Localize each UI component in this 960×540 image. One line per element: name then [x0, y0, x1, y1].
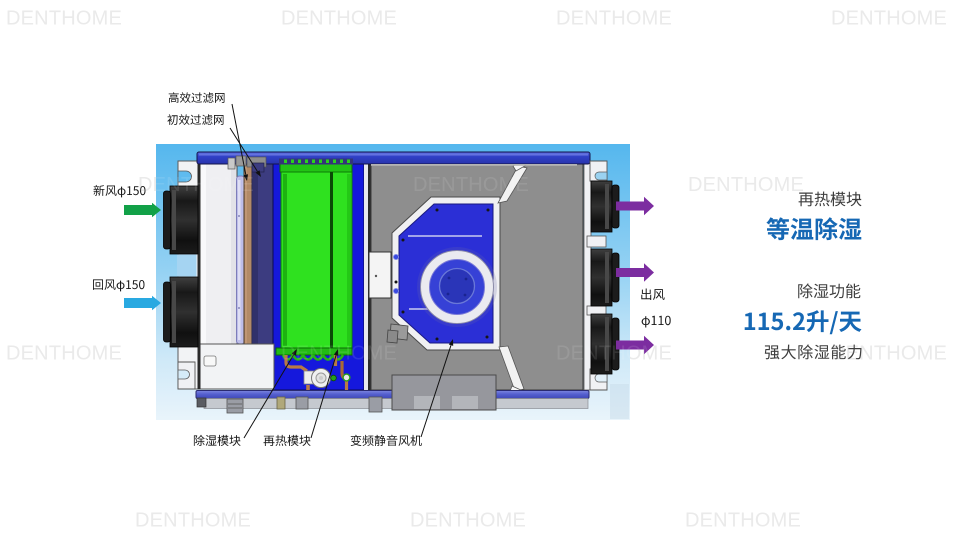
- svg-text:DENTHOME: DENTHOME: [6, 8, 122, 30]
- svg-text:DENTHOME: DENTHOME: [281, 8, 397, 30]
- svg-text:DENTHOME: DENTHOME: [135, 510, 251, 532]
- svg-text:DENTHOME: DENTHOME: [135, 510, 251, 532]
- svg-text:DENTHOME: DENTHOME: [281, 343, 397, 365]
- svg-text:DENTHOME: DENTHOME: [831, 343, 947, 365]
- svg-text:DENTHOME: DENTHOME: [685, 510, 801, 532]
- svg-text:DENTHOME: DENTHOME: [138, 174, 254, 196]
- svg-text:DENTHOME: DENTHOME: [685, 510, 801, 532]
- svg-text:DENTHOME: DENTHOME: [831, 8, 947, 30]
- svg-text:DENTHOME: DENTHOME: [688, 174, 804, 196]
- svg-text:DENTHOME: DENTHOME: [410, 510, 526, 532]
- svg-text:DENTHOME: DENTHOME: [6, 8, 122, 30]
- svg-text:DENTHOME: DENTHOME: [6, 343, 122, 365]
- svg-text:DENTHOME: DENTHOME: [556, 8, 672, 30]
- svg-text:DENTHOME: DENTHOME: [281, 8, 397, 30]
- svg-text:DENTHOME: DENTHOME: [556, 8, 672, 30]
- svg-text:DENTHOME: DENTHOME: [413, 174, 529, 196]
- svg-text:DENTHOME: DENTHOME: [410, 510, 526, 532]
- svg-text:DENTHOME: DENTHOME: [6, 343, 122, 365]
- svg-text:DENTHOME: DENTHOME: [688, 174, 804, 196]
- svg-text:DENTHOME: DENTHOME: [831, 8, 947, 30]
- svg-text:DENTHOME: DENTHOME: [556, 343, 672, 365]
